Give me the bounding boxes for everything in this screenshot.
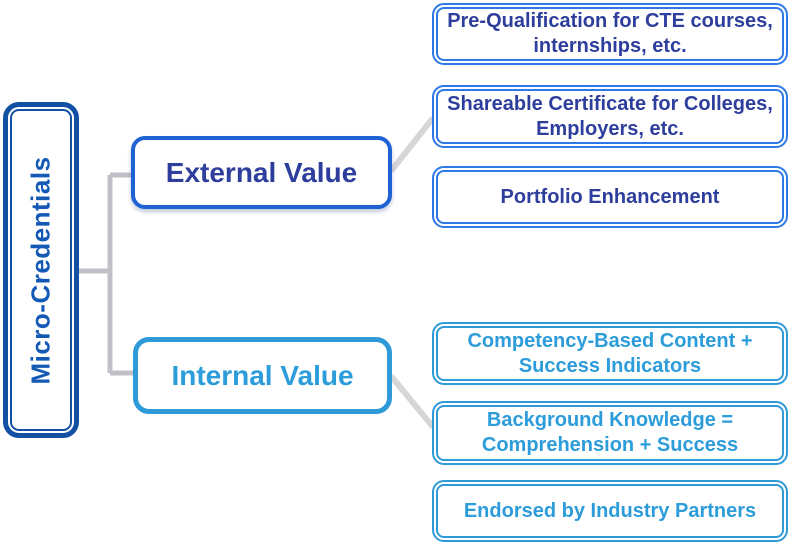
root-node-label: Micro-Credentials	[25, 155, 56, 385]
leaf-node-pre-qualification: Pre-Qualification for CTE courses, inter…	[432, 3, 788, 65]
leaf-label: Pre-Qualification for CTE courses, inter…	[436, 7, 784, 61]
leaf-label: Shareable Certificate for Colleges, Empl…	[436, 89, 784, 144]
leaf-label: Competency-Based Content + Success Indic…	[436, 326, 784, 381]
leaf-label: Endorsed by Industry Partners	[436, 484, 784, 538]
branch-label: External Value	[165, 156, 358, 188]
internal-leaf-line	[388, 374, 436, 429]
leaf-label: Background Knowledge = Comprehension + S…	[436, 405, 784, 461]
leaf-label: Portfolio Enhancement	[436, 170, 784, 224]
branch-label: Internal Value	[171, 359, 354, 391]
root-node-inner-frame: Micro-Credentials	[10, 109, 72, 431]
leaf-node-portfolio-enhancement: Portfolio Enhancement	[432, 166, 788, 228]
external-leaf-line	[388, 116, 436, 173]
branch-node-external-value: External Value	[131, 136, 392, 209]
leaf-node-endorsed-by-industry: Endorsed by Industry Partners	[432, 480, 788, 542]
root-node-micro-credentials: Micro-Credentials	[3, 102, 79, 438]
leaf-node-shareable-certificate: Shareable Certificate for Colleges, Empl…	[432, 85, 788, 148]
leaf-node-background-knowledge: Background Knowledge = Comprehension + S…	[432, 401, 788, 465]
branch-node-internal-value: Internal Value	[133, 337, 392, 414]
leaf-node-competency-based-content: Competency-Based Content + Success Indic…	[432, 322, 788, 385]
